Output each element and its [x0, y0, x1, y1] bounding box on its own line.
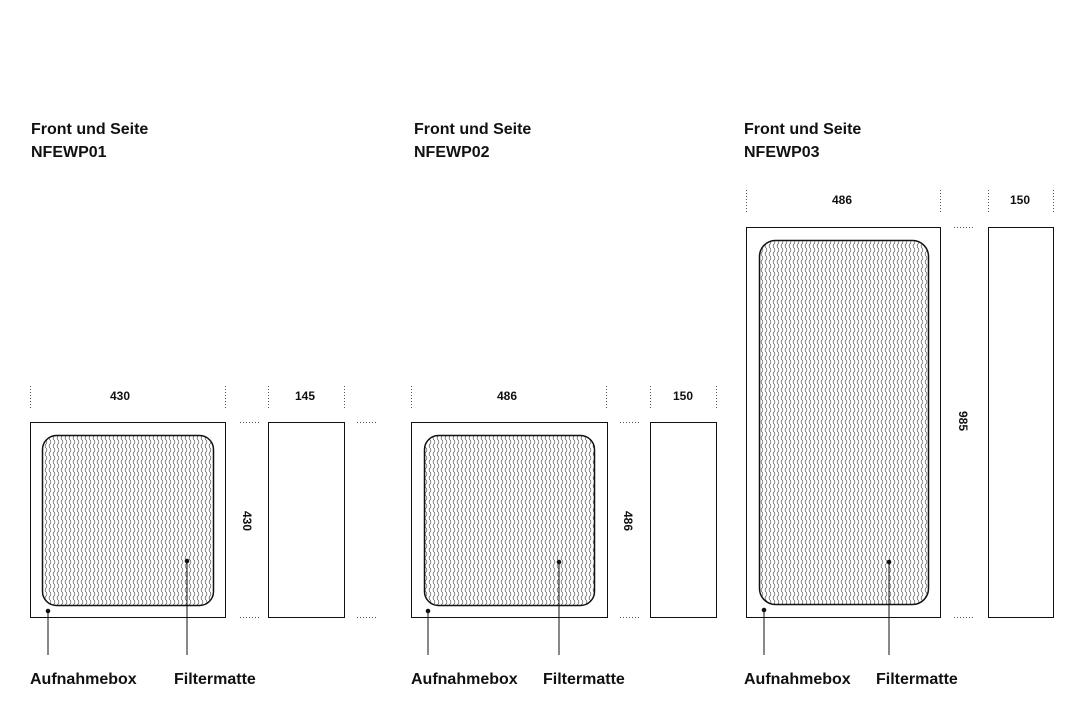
aufnahmebox-label: Aufnahmebox	[744, 671, 851, 688]
filter-mat	[41, 434, 215, 607]
height-label: 486	[621, 510, 635, 532]
side-width-label: 150	[673, 389, 694, 403]
title-line-1: Front und Seite	[744, 121, 862, 138]
leader-lines	[45, 558, 190, 655]
side-width-dimension-line	[650, 386, 717, 410]
filter-mat	[758, 239, 930, 606]
product-1-title: Front und Seite NFEWP01	[31, 118, 148, 164]
side-width-label: 150	[1010, 193, 1031, 207]
model-code: NFEWP03	[744, 144, 820, 161]
leader-lines	[761, 559, 892, 655]
side-box	[650, 422, 717, 618]
front-width-dimension-line	[30, 386, 226, 410]
product-2-title: Front und Seite NFEWP02	[414, 118, 531, 164]
filtermatte-label: Filtermatte	[876, 671, 958, 688]
product-1-drawing	[30, 386, 378, 655]
aufnahmebox-label: Aufnahmebox	[30, 671, 137, 688]
side-width-dimension-line	[988, 190, 1054, 214]
model-code: NFEWP02	[414, 144, 490, 161]
side-box	[988, 227, 1054, 618]
height-label: 430	[240, 510, 254, 532]
side-box	[268, 422, 345, 618]
front-width-label: 486	[832, 193, 853, 207]
height-dimension-line	[954, 227, 974, 618]
filtermatte-label: Filtermatte	[174, 671, 256, 688]
front-width-dimension-line	[746, 190, 941, 214]
height-dimension-line	[240, 422, 378, 618]
height-label: 985	[956, 410, 970, 432]
product-2-drawing	[411, 386, 717, 655]
filter-mat	[423, 434, 596, 607]
product-3-title: Front und Seite NFEWP03	[744, 118, 861, 164]
product-3-drawing	[746, 190, 1054, 655]
front-width-label: 486	[497, 389, 518, 403]
side-width-label: 145	[295, 389, 316, 403]
front-width-dimension-line	[411, 386, 607, 410]
leader-lines	[425, 559, 562, 655]
front-width-label: 430	[110, 389, 131, 403]
height-dimension-line	[620, 422, 640, 618]
title-line-1: Front und Seite	[31, 121, 149, 138]
side-width-dimension-line	[268, 386, 345, 410]
filtermatte-label: Filtermatte	[543, 671, 625, 688]
title-line-1: Front und Seite	[414, 121, 532, 138]
aufnahmebox-label: Aufnahmebox	[411, 671, 518, 688]
model-code: NFEWP01	[31, 144, 107, 161]
